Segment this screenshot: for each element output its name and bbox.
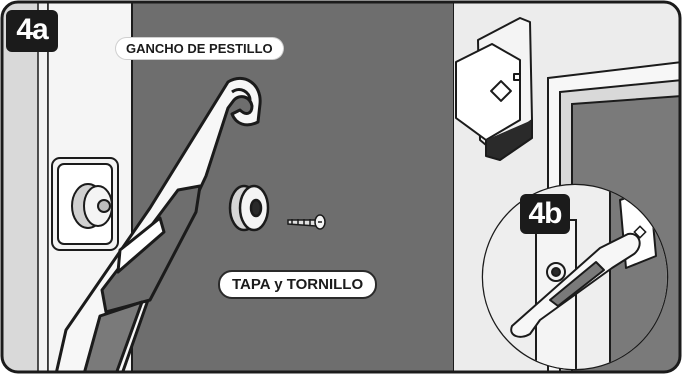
wall-bracket: [51, 157, 119, 251]
cap-part: [228, 184, 270, 232]
latch-hook-part: [54, 76, 262, 372]
latch-hook-label: GANCHO DE PESTILLO: [116, 38, 283, 59]
step-badge-4a: 4a: [6, 10, 58, 52]
screw-part: [287, 214, 326, 230]
cap-and-screw-label: TAPA y TORNILLO: [218, 270, 378, 299]
detail-inset: [481, 183, 669, 371]
installed-latch-hook: [510, 232, 641, 338]
mounted-latch-strike: [455, 17, 533, 161]
step-badge-4b: 4b: [520, 194, 570, 234]
